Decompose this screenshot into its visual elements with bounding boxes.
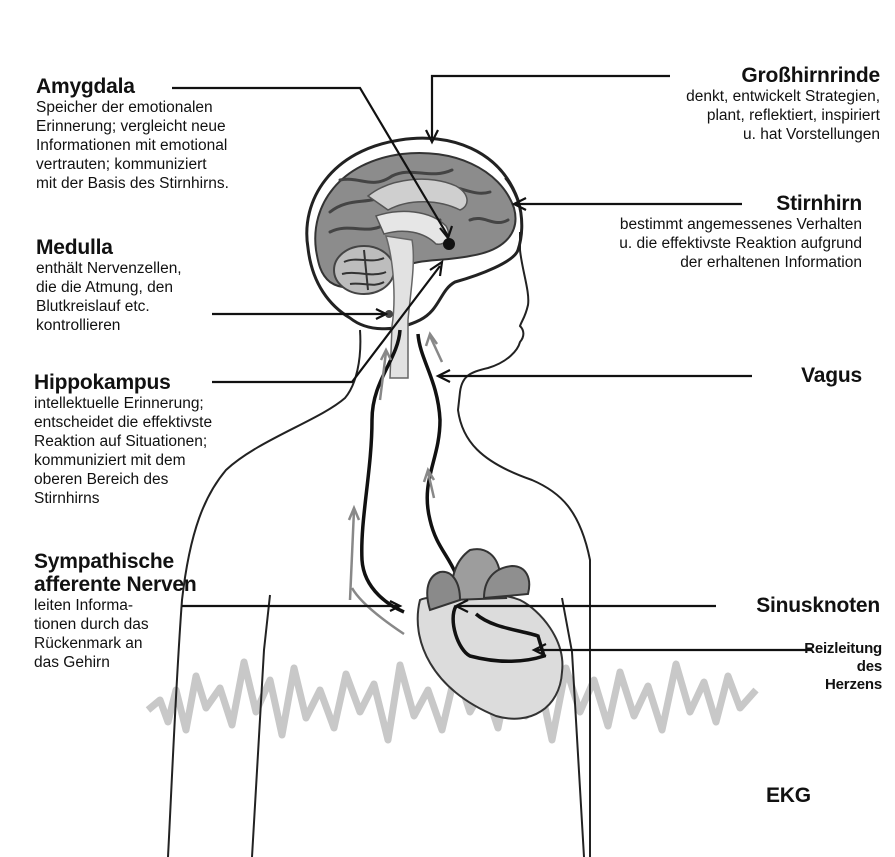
- grosshirnrinde-text: denkt, entwickelt Strategien, plant, ref…: [580, 87, 880, 144]
- sympathische-text: leiten Informa- tionen durch das Rückenm…: [34, 596, 254, 672]
- stirnhirn-title: Stirnhirn: [540, 192, 862, 215]
- label-reizleitung: Reizleitung des Herzens: [770, 640, 882, 694]
- label-medulla: Medulla enthält Nervenzellen, die die At…: [36, 236, 236, 335]
- vagus-title: Vagus: [740, 364, 862, 387]
- reizleitung-title: Reizleitung des Herzens: [770, 640, 882, 694]
- label-stirnhirn: Stirnhirn bestimmt angemessenes Verhalte…: [540, 192, 862, 272]
- stirnhirn-text: bestimmt angemessenes Verhalten u. die e…: [540, 215, 862, 272]
- ekg-title: EKG: [766, 784, 846, 807]
- hippokampus-title: Hippokampus: [34, 371, 254, 394]
- sinusknoten-title: Sinusknoten: [700, 594, 880, 617]
- label-grosshirnrinde: Großhirnrinde denkt, entwickelt Strategi…: [580, 64, 880, 144]
- hippokampus-text: intellektuelle Erinnerung; entscheidet d…: [34, 394, 254, 508]
- label-ekg: EKG: [766, 784, 846, 807]
- body-silhouette: [458, 178, 590, 857]
- sympathische-title: Sympathische afferente Nerven: [34, 550, 254, 596]
- medulla-text: enthält Nervenzellen, die die Atmung, de…: [36, 259, 236, 335]
- amygdala-title: Amygdala: [36, 75, 306, 98]
- label-amygdala: Amygdala Speicher der emotionalen Erinne…: [36, 75, 306, 193]
- medulla-title: Medulla: [36, 236, 236, 259]
- label-hippokampus: Hippokampus intellektuelle Erinnerung; e…: [34, 371, 254, 508]
- label-sympathische-nerven: Sympathische afferente Nerven leiten Inf…: [34, 550, 254, 672]
- grosshirnrinde-title: Großhirnrinde: [580, 64, 880, 87]
- label-sinusknoten: Sinusknoten: [700, 594, 880, 617]
- brain: [315, 153, 515, 378]
- label-vagus: Vagus: [740, 364, 862, 387]
- heart: [418, 549, 563, 719]
- amygdala-text: Speicher der emotionalen Erinnerung; ver…: [36, 98, 306, 193]
